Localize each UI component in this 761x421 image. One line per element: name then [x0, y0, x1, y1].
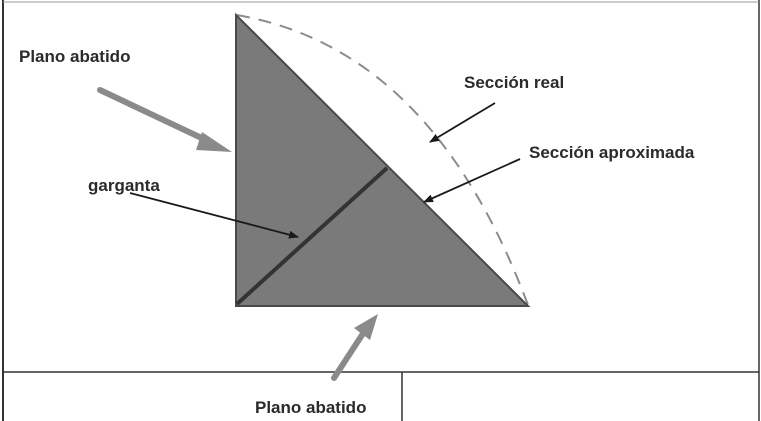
- throat-label: garganta: [88, 176, 160, 195]
- plane-label-left: Plano abatido: [19, 47, 130, 66]
- approx-section-label: Sección aproximada: [529, 143, 695, 162]
- real-section-label: Sección real: [464, 73, 564, 92]
- throat-line: [235, 166, 389, 306]
- plane-arrow-bottom: [331, 314, 378, 381]
- plane-label-bottom: Plano abatido: [255, 398, 366, 417]
- throat-arrow: [129, 192, 299, 239]
- real-section-arrow: [429, 102, 496, 143]
- approx-section-arrow: [423, 158, 521, 203]
- plane-arrow-left: [97, 87, 232, 152]
- weld-triangle: [235, 12, 531, 307]
- real-section-curve: [236, 14, 529, 306]
